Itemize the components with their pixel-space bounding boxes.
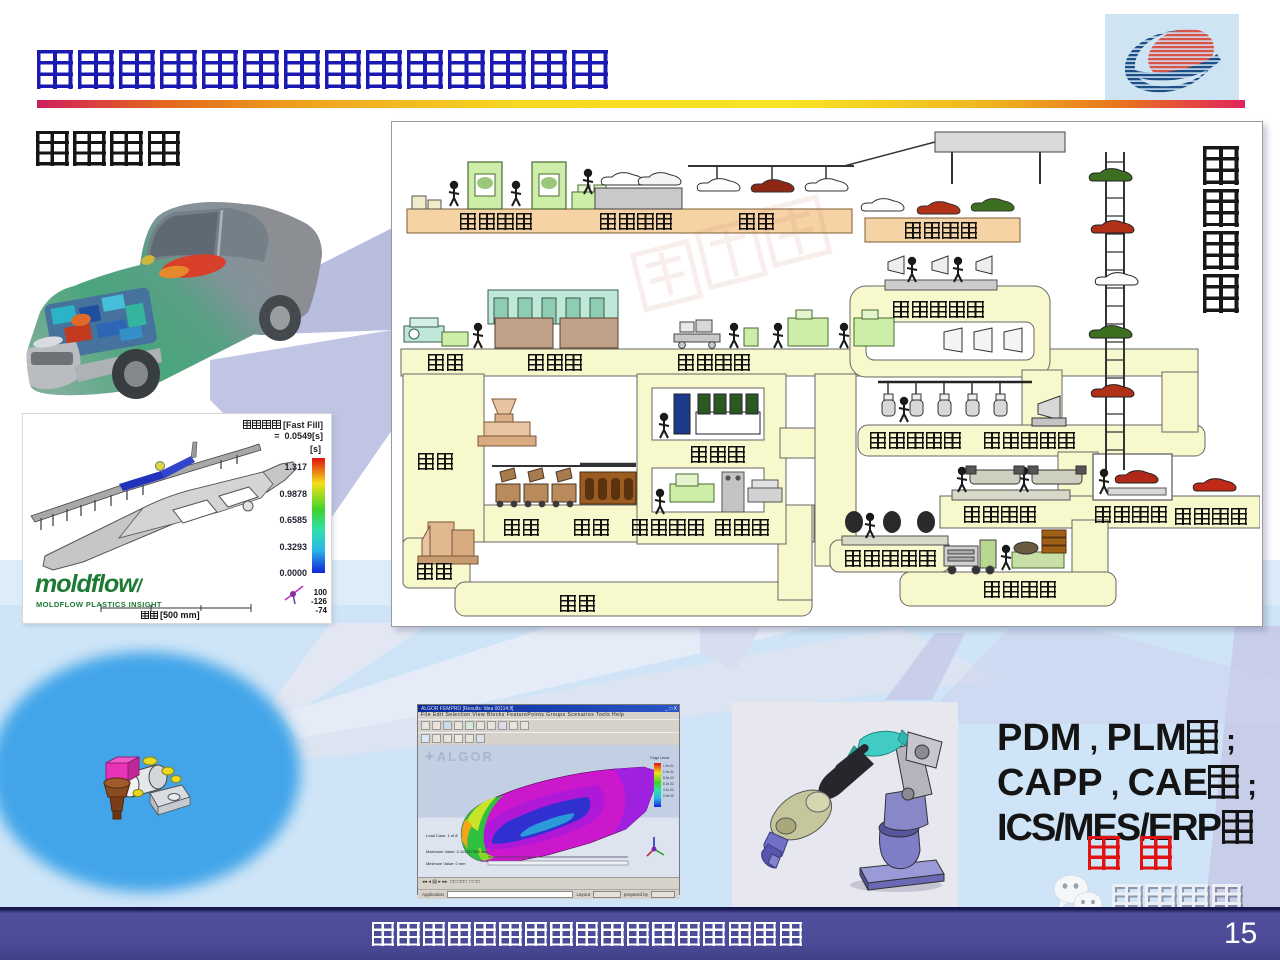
svg-text:1.2e-01: 1.2e-01 <box>663 764 674 768</box>
svg-text:Load Case: 1 of 8: Load Case: 1 of 8 <box>426 833 458 838</box>
svg-text:6.2e-02: 6.2e-02 <box>663 782 674 786</box>
svg-text:8.3e-02: 8.3e-02 <box>663 776 674 780</box>
svg-text:Fringe Levels: Fringe Levels <box>650 756 670 760</box>
svg-text:4.1e-02: 4.1e-02 <box>663 788 674 792</box>
svg-text:Minimum Value: 0 mm: Minimum Value: 0 mm <box>426 861 466 866</box>
svg-text:2.0e-02: 2.0e-02 <box>663 794 674 798</box>
svg-text:Maximum Value: 0.119317159 mm: Maximum Value: 0.119317159 mm <box>426 849 488 854</box>
svg-text:1.0e-01: 1.0e-01 <box>663 770 674 774</box>
